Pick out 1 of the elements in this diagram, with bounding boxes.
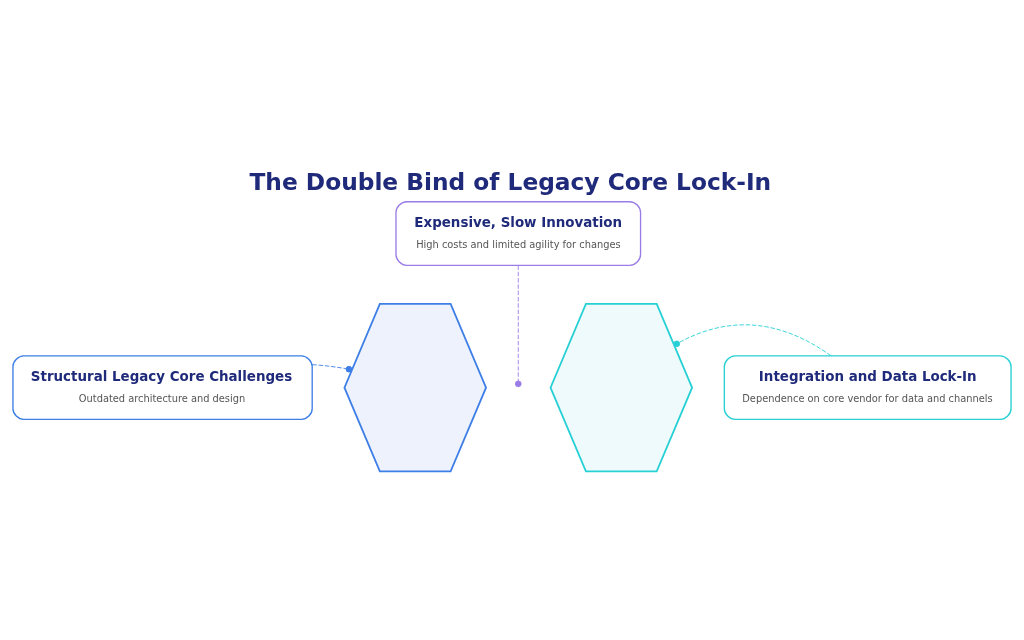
diagram-title: The Double Bind of Legacy Core Lock-In	[249, 167, 772, 195]
